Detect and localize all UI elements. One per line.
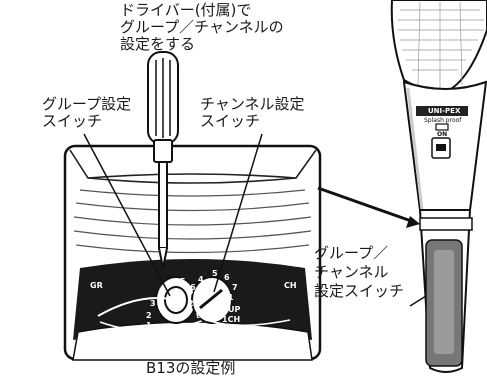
screwdriver-callout: ドライバー(付属)で グループ／チャンネルの 設定をする: [120, 1, 284, 53]
gr-number: 7: [197, 293, 203, 302]
gr-number: 6: [190, 283, 196, 292]
housing-ridges: [73, 189, 312, 254]
mic-brand: UNI-PEX: [428, 107, 461, 115]
caption: B13の設定例: [146, 359, 236, 377]
gr-number: 3: [150, 299, 156, 308]
ch-number: 3: [188, 287, 194, 296]
gr-number: 1: [146, 321, 152, 330]
housing-outline: [69, 149, 317, 184]
mic-switch-callout: グループ／ チャンネル 設定スイッチ: [314, 244, 405, 300]
group-dial-label: GR: [90, 281, 103, 290]
ch-number: 7: [232, 283, 238, 292]
screwdriver: [147, 51, 179, 269]
pointer-arrow-icon: [317, 186, 420, 228]
gr-number: t: [196, 311, 200, 320]
gr-number: 2: [146, 311, 152, 320]
ch-number: 4: [198, 275, 204, 284]
ch-number: 1CH: [222, 315, 240, 324]
gr-number: v: [178, 323, 184, 332]
gr-number: 5: [180, 277, 186, 286]
gr-number: u: [190, 321, 196, 330]
ch-number: UP: [228, 305, 240, 314]
leader-lines: [83, 133, 263, 297]
ch-number: 2: [188, 299, 194, 308]
group-dial-numbers: 3 2 1 v u t 5 6 7: [146, 277, 203, 332]
channel-dial: [191, 276, 291, 326]
channel-switch-callout: チャンネル設定 スイッチ: [200, 95, 305, 130]
mic-splash-label: Splash proof: [424, 117, 462, 124]
group-switch-callout: グループ設定 スイッチ: [42, 95, 132, 130]
channel-dial-numbers: 4 5 6 7 3 2 1 UP DN 1CH: [188, 269, 240, 332]
ch-number: DN: [202, 323, 215, 332]
ch-number: 6: [224, 273, 230, 282]
ch-number: 1: [228, 293, 234, 302]
mic-leader-line: [409, 295, 427, 307]
microphone: [390, 0, 487, 373]
ch-number: 5: [212, 269, 218, 278]
channel-dial-label: CH: [284, 281, 297, 290]
mic-switch-label: ON: [437, 131, 447, 138]
